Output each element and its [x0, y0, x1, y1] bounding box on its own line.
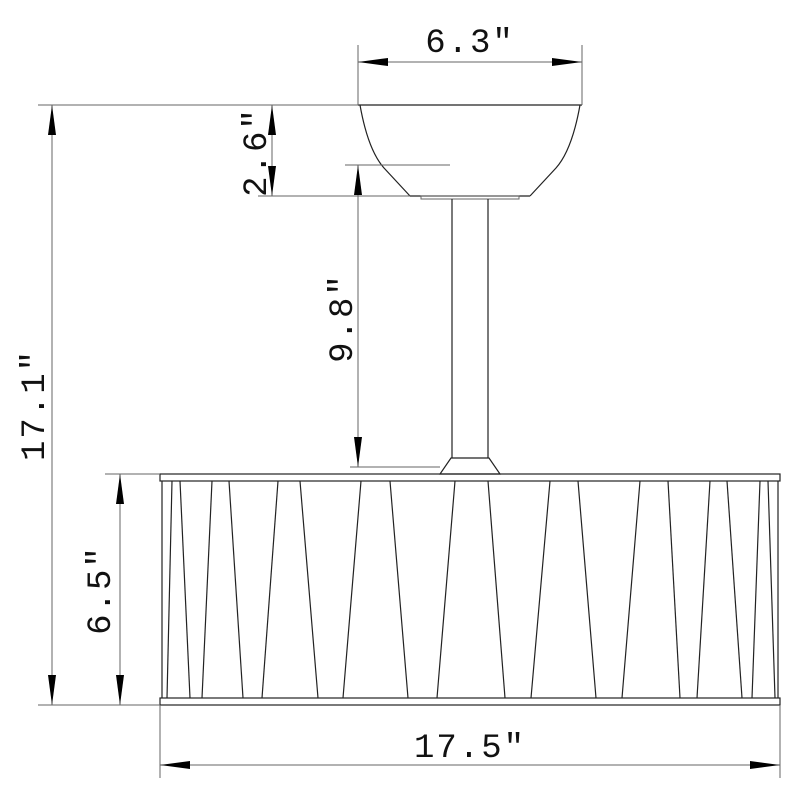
cage-bar — [436, 480, 456, 699]
cage-bar — [179, 480, 191, 699]
label-cage-height: 6.5″ — [83, 545, 121, 635]
cage-bar — [201, 480, 213, 699]
cage-bar — [228, 480, 244, 699]
label-cage-width: 17.5″ — [414, 730, 526, 768]
light-cage — [159, 473, 781, 706]
label-total-height: 17.1″ — [17, 349, 55, 461]
cage-bar — [342, 480, 362, 699]
dim-canopy-height — [268, 105, 276, 196]
dim-cage-width — [160, 761, 780, 769]
label-downrod-length: 9.8″ — [325, 273, 363, 363]
cage-bar — [696, 480, 711, 699]
cage-bar — [487, 480, 506, 699]
cage-bar — [261, 480, 279, 699]
cage-bar — [621, 480, 641, 699]
extension-lines — [38, 45, 781, 778]
canopy — [358, 104, 582, 200]
cage-bar — [726, 480, 743, 699]
label-canopy-width: 6.3″ — [425, 25, 515, 63]
cage-bar — [667, 480, 681, 699]
cage-bars — [166, 480, 776, 699]
dim-canopy-width — [358, 58, 582, 66]
dim-downrod — [354, 165, 362, 467]
label-canopy-height: 2.6″ — [239, 107, 277, 197]
cage-bar — [166, 480, 173, 699]
cage-bar — [389, 480, 409, 699]
cage-bar — [577, 480, 597, 699]
dim-total-height — [48, 105, 56, 705]
cage-bar — [767, 480, 776, 699]
downrod — [438, 199, 502, 475]
dim-cage-height — [116, 474, 124, 705]
cage-bar — [530, 480, 551, 699]
cage-bar — [751, 480, 761, 699]
cage-bar — [299, 480, 319, 699]
